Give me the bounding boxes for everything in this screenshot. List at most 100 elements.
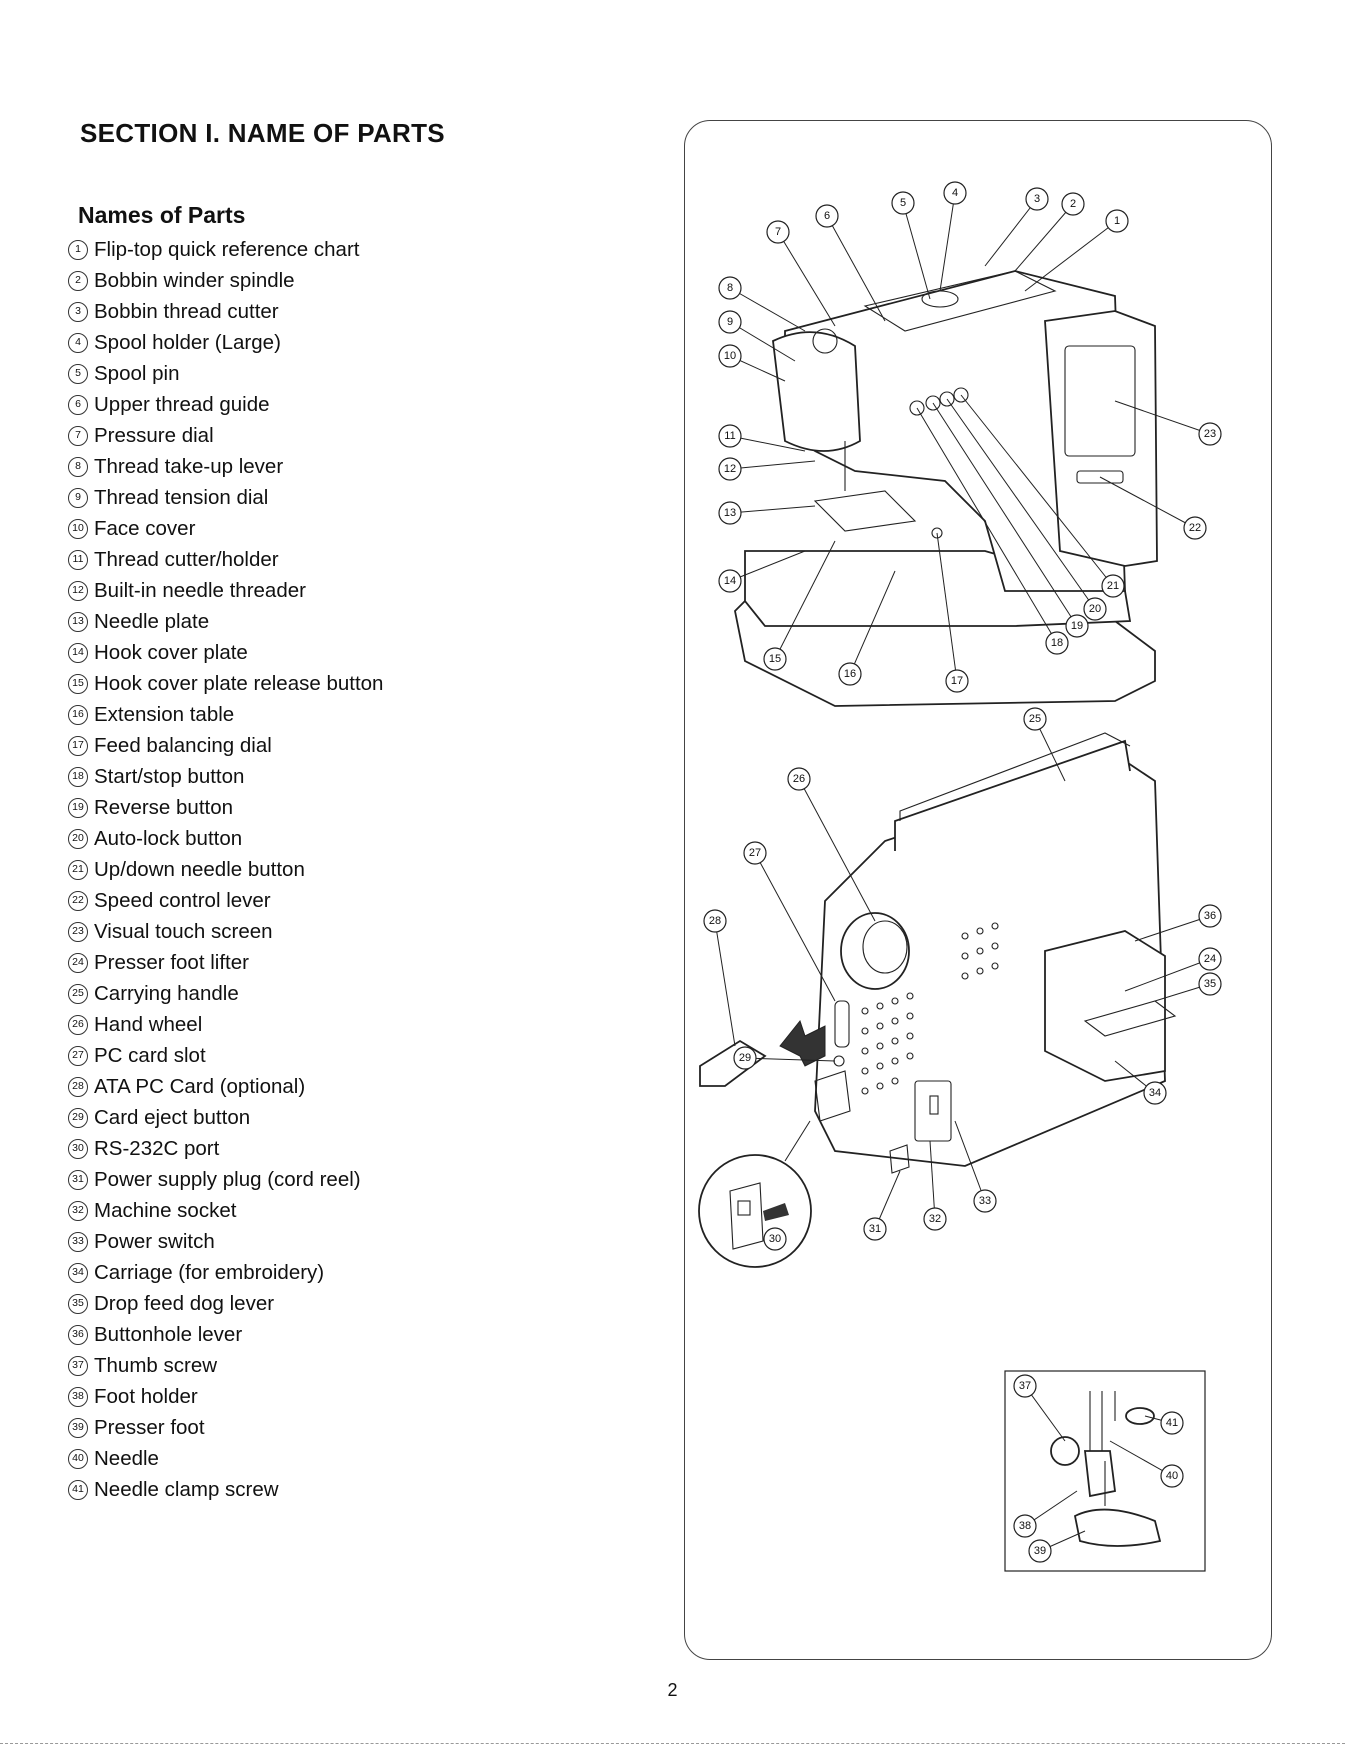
part-number-badge: 9: [68, 487, 88, 508]
part-label: Spool holder (Large): [94, 331, 281, 354]
callout-marker: 4: [943, 181, 967, 205]
side-view-drawing: [698, 732, 1177, 1268]
parts-list-item: 4 Spool holder (Large): [68, 327, 383, 358]
leader-line: [729, 287, 806, 332]
callout-number: 18: [1051, 637, 1063, 649]
leader-line: [954, 1120, 986, 1202]
part-label: Thread cutter/holder: [94, 548, 279, 571]
callout-marker: 15: [763, 647, 787, 671]
part-number-badge: 14: [68, 642, 88, 663]
callout-number: 7: [775, 226, 781, 238]
callout-marker: 5: [891, 191, 915, 215]
callout-marker: 20: [1083, 597, 1107, 621]
part-label: PC card slot: [94, 1044, 206, 1067]
leader-line: [1124, 958, 1211, 992]
part-label: Machine socket: [94, 1199, 237, 1222]
part-label: Power switch: [94, 1230, 215, 1253]
callout-number: 32: [929, 1213, 941, 1225]
callout-number: 16: [844, 668, 856, 680]
part-label: Thumb screw: [94, 1354, 218, 1377]
leader-line: [1134, 915, 1211, 942]
part-number-badge: 41: [68, 1479, 88, 1500]
callout-number: 26: [793, 773, 805, 785]
part-label: Bobbin thread cutter: [94, 300, 279, 323]
callout-number: 20: [1089, 603, 1101, 615]
front-view-drawing: [734, 270, 1158, 707]
leader-line: [729, 460, 816, 470]
part-number-badge: 17: [68, 735, 88, 756]
callout-number: 35: [1204, 978, 1216, 990]
leader-line: [939, 192, 956, 292]
part-number-badge: 30: [68, 1138, 88, 1159]
callout-marker: 3: [1025, 187, 1049, 211]
part-number-badge: 29: [68, 1107, 88, 1128]
leader-line: [936, 532, 958, 682]
part-number-badge: 4: [68, 332, 88, 353]
callout-marker: 9: [718, 310, 742, 334]
callout-number: 4: [952, 187, 958, 199]
parts-list-item: 18 Start/stop button: [68, 761, 383, 792]
callout-number: 9: [727, 316, 733, 328]
callout-marker: 1: [1105, 209, 1129, 233]
callouts: 1234567891011121314151617181920212223242…: [703, 181, 1222, 1563]
part-number-badge: 1: [68, 239, 88, 260]
part-label: Extension table: [94, 703, 235, 726]
callout-number: 25: [1029, 713, 1041, 725]
callout-number: 10: [724, 350, 736, 362]
part-number-badge: 15: [68, 673, 88, 694]
callout-marker: 2: [1061, 192, 1085, 216]
callout-marker: 34: [1143, 1081, 1167, 1105]
section-heading: Names of Parts: [78, 202, 246, 228]
callout-marker: 26: [787, 767, 811, 791]
callout-number: 19: [1071, 620, 1083, 632]
part-label: Start/stop button: [94, 765, 245, 788]
callout-number: 2: [1070, 198, 1076, 210]
part-label: Visual touch screen: [94, 920, 273, 943]
part-label: Carrying handle: [94, 982, 239, 1005]
leader-line: [777, 231, 836, 327]
leader-line: [1099, 476, 1196, 529]
callout-number: 14: [724, 575, 736, 587]
leader-line: [946, 398, 1096, 610]
parts-list-item: 35 Drop feed dog lever: [68, 1288, 383, 1319]
callout-marker: 25: [1023, 707, 1047, 731]
part-number-badge: 35: [68, 1293, 88, 1314]
part-label: Drop feed dog lever: [94, 1292, 275, 1315]
part-label: ATA PC Card (optional): [94, 1075, 306, 1098]
part-number-badge: 7: [68, 425, 88, 446]
part-label: Feed balancing dial: [94, 734, 272, 757]
callout-number: 30: [769, 1233, 781, 1245]
leader-line: [729, 505, 816, 514]
callout-marker: 22: [1183, 516, 1207, 540]
part-number-badge: 13: [68, 611, 88, 632]
part-number-badge: 25: [68, 983, 88, 1004]
part-number-badge: 18: [68, 766, 88, 787]
callout-number: 36: [1204, 910, 1216, 922]
callout-number: 1: [1114, 215, 1120, 227]
part-label: Buttonhole lever: [94, 1323, 243, 1346]
callout-number: 23: [1204, 428, 1216, 440]
